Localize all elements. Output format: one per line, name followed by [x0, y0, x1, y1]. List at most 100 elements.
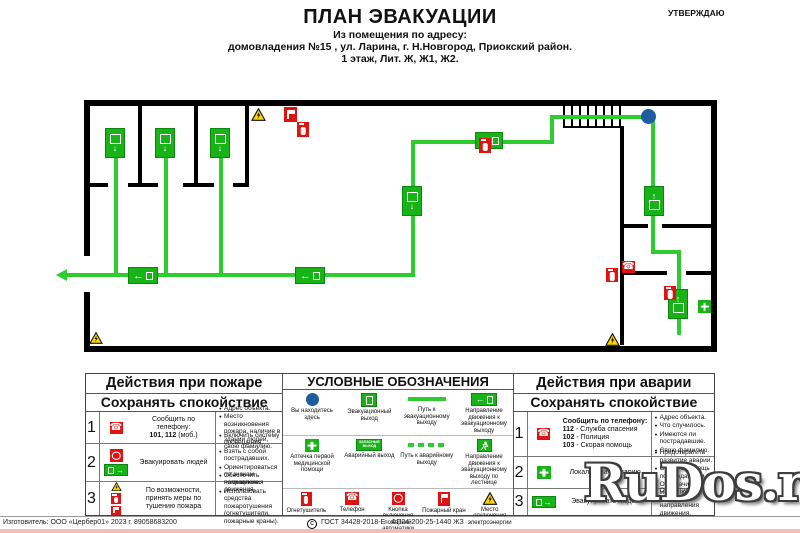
legend-item: Направление движения к эвакуационному вы…: [455, 436, 512, 488]
legend-item: ☎ Телефон: [339, 491, 365, 513]
arrow-up-icon: ↑: [675, 294, 681, 304]
arrow-left-icon: ←: [300, 269, 311, 282]
exit-pictogram: [214, 134, 226, 144]
you-are-here-dot: [305, 393, 319, 406]
row-number: 3: [86, 482, 100, 515]
legend-row-2: Аптечка первой медицинской помощи ЗАПАСН…: [283, 436, 513, 489]
fire-alarm-button-icon: [391, 491, 405, 505]
fire-extinguisher-icon: [664, 286, 676, 300]
legend-row-1: Вы находитесь здесь Эвакуационный выход …: [283, 390, 513, 436]
first-aid-icon: [536, 466, 551, 479]
exit-pictogram: [648, 200, 660, 210]
wall: [620, 126, 624, 345]
fire-extinguisher-icon: [297, 122, 309, 137]
wall: [183, 183, 214, 187]
floor-line: 1 этаж, Лит. Ж, Ж1, Ж2.: [341, 53, 459, 65]
approve-label: УТВЕРЖДАЮ: [668, 8, 725, 18]
exit-pictogram: [109, 134, 121, 144]
exit-pictogram: [535, 498, 542, 506]
row-action: Эвакуировать людей: [132, 444, 216, 481]
row-icons: ☎: [100, 412, 132, 443]
wall: [90, 183, 108, 187]
info-table: Действия при пожаре Сохранять спокойстви…: [85, 373, 715, 532]
power-off-warning-icon: [605, 333, 620, 346]
evacuation-exit-sign-icon: [361, 393, 378, 407]
evacuation-route-right: [651, 117, 655, 254]
accident-row-1: 1 ☎ Сообщить по телефону: 112 - Служба с…: [513, 412, 714, 457]
stairs-direction-sign-icon: [476, 439, 492, 452]
phone-glyph: ☎: [622, 261, 635, 272]
exit-direction-sign-left: ←: [295, 267, 325, 284]
arrow-left-icon: ←: [133, 269, 144, 282]
wall: [233, 183, 249, 187]
fire-extinguisher-icon: [479, 138, 491, 153]
exit-arrow-icon: [56, 269, 67, 281]
first-aid-icon: [698, 300, 711, 313]
arrow-down-icon: ↓: [112, 143, 118, 153]
row-icons: ☎: [528, 412, 560, 456]
exit-pictogram: [365, 395, 373, 405]
fire-hydrant-icon: [284, 107, 297, 122]
arrow-up-icon: ↑: [651, 191, 657, 201]
accident-actions-column: Действия при аварии Сохранять спокойстви…: [513, 374, 714, 517]
footer-divider: [0, 516, 800, 517]
row-number: 2: [86, 444, 100, 481]
row-number: 3: [514, 489, 528, 515]
fire-extinguisher-icon: [300, 491, 312, 506]
legend-item: ЗАПАСНЫЙ ВЫХОД Аварийный выход: [344, 439, 395, 459]
fire-actions-column: Действия при пожаре Сохранять спокойстви…: [86, 374, 284, 525]
exit-pictogram: [406, 192, 418, 202]
legend-item: Аптечка первой медицинской помощи: [283, 436, 340, 488]
evacuation-route-room1: [114, 158, 118, 277]
accident-actions-subtitle: Сохранять спокойствие: [513, 394, 714, 412]
wall: [128, 183, 158, 187]
fire-row-3: 3 По возможности, принять меры по тушени…: [86, 472, 282, 525]
stairs-edge: [563, 126, 621, 128]
legend-item: Пожарный кран: [421, 489, 467, 533]
exit-pictogram: [672, 303, 684, 313]
exit-pictogram: [313, 271, 320, 280]
exit-direction-sign-up: ↑: [644, 186, 664, 216]
row-icons: [528, 457, 560, 488]
exit-direction-sign-down: ↓: [402, 186, 422, 216]
power-off-warning-icon: [482, 491, 498, 505]
exit-direction-sign-down: ↓: [210, 128, 230, 158]
fire-alarm-button-icon: [109, 449, 123, 462]
legend-item: ← Направление движения к эвакуационному …: [461, 393, 507, 434]
row-action: Локализовать аварию: [560, 457, 652, 488]
exit-pictogram: [146, 271, 153, 280]
manufacturer-text: Изготовитель: ООО «Цербер01» 2023 г. 890…: [3, 519, 177, 526]
fire-actions-title: Действия при пожаре: [86, 374, 283, 394]
evacuation-route-right-jog: [651, 250, 681, 254]
exit-sign-icon: →: [531, 496, 556, 508]
row-action: По возможности, принять меры по тушению …: [132, 482, 216, 515]
fire-hydrant-icon: [111, 505, 121, 516]
legend-grid: Вы находитесь здесь Эвакуационный выход …: [283, 390, 513, 533]
evacuation-path-line-icon: [407, 397, 446, 401]
row-number: 1: [514, 412, 528, 456]
legend-item: Огнетушитель: [283, 489, 329, 533]
arrow-left-icon: ←: [475, 394, 485, 405]
address-line: домовладения №15 , ул. Ларина, г. Н.Новг…: [227, 41, 573, 53]
legend-item: Эвакуационный выход: [341, 390, 398, 435]
phone-icon: ☎: [109, 421, 123, 434]
exit-pictogram: [159, 134, 171, 144]
row-icons: →: [528, 489, 560, 515]
row-icons: →: [100, 444, 132, 481]
certification-badge-icon: С: [307, 519, 317, 529]
exit-pictogram: [486, 395, 493, 404]
row-action: Сообщить по телефону: 101, 112 (моб.): [132, 412, 216, 443]
arrow-right-icon: →: [543, 497, 552, 507]
phone-icon: ☎: [537, 428, 551, 440]
arrow-right-icon: →: [116, 465, 124, 475]
wall: [194, 106, 198, 186]
phone-icon: ☎: [345, 491, 360, 505]
wall: [624, 271, 667, 275]
row-number: 2: [514, 457, 528, 488]
arrow-down-icon: ↓: [162, 143, 168, 153]
evacuation-route-room3: [219, 158, 223, 277]
accident-row-2: 2 Локализовать аварию Предотвратить разв…: [513, 449, 714, 496]
exit-pictogram: [492, 136, 499, 145]
evacuation-route-corner: [550, 115, 554, 144]
